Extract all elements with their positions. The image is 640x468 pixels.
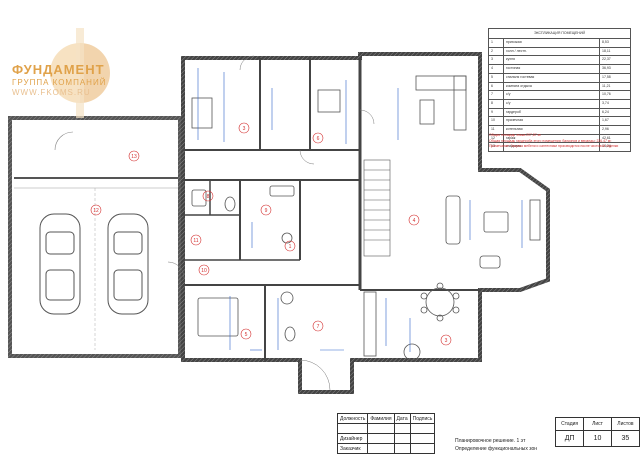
sheet-info: Стадия Лист Листов ДП 10 35 [554,417,640,447]
car-left [39,213,81,315]
note-line: Примечание: Закупка мебели и сантехники … [489,144,619,148]
explication-area: 17,58 [599,72,631,83]
explication-name: с/у [503,98,600,109]
logo-url: WWW.FKOMS.RU [12,88,91,97]
explication-area: 18,11 [599,46,631,57]
explication-area: 6,24 [599,107,631,118]
explication-num: 6 [488,81,504,92]
explication-area: 1,67 [599,116,631,127]
house-walls [181,52,550,394]
title-block: Должность Фамилия Дата Подпись Дизайнер … [336,413,637,465]
explication-name: кухня [503,55,600,66]
explication-name: спальня гостевая [503,72,600,83]
sheet-title: Планировочное решение. 1 эт Определение … [455,437,537,453]
stamp-cell [409,423,436,434]
explication-name: прачечная [503,116,600,127]
explication-num: 7 [488,90,504,100]
sheet-total: 35 [610,430,640,447]
explication-area: 14,24 [599,142,631,153]
sheet-number: 10 [583,430,612,447]
signature-table: Должность Фамилия Дата Подпись Дизайнер … [336,413,436,454]
stamp-cell [393,443,411,454]
car-right [107,213,149,315]
stamp-cell [393,433,411,444]
stamp-cell [409,433,436,444]
explication-num: 8 [488,98,504,109]
dining-set [363,282,460,361]
explication-num: 4 [488,64,504,74]
living-furniture [415,75,541,269]
door-swings [167,55,375,391]
explication-title: ЭКСПЛИКАЦИЯ ПОМЕЩЕНИЙ [488,28,631,39]
explication-num: 2 [488,46,504,57]
explication-area: 11,21 [599,81,631,92]
stamp-cell [367,433,395,444]
stamp-cell [367,423,395,434]
explication-area: 22,37 [599,55,631,66]
sheet-title-line: Планировочное решение. 1 эт [455,438,526,444]
stamp-header: Должность [336,413,369,424]
explication-name: с/у [503,90,600,100]
fundament-logo-icon [50,28,110,118]
stamp-header: Подпись [409,413,436,424]
explication-name: гардероб [503,107,600,118]
explication-num: 10 [488,116,504,127]
stamp-role: Заказчик [336,443,369,454]
staircase [363,159,391,257]
stamp-cell [393,423,411,434]
note-line: Общая площадь гардероба этого помещения:… [489,138,612,143]
explication-name: комната отдыха [503,81,600,92]
stamp-cell [409,443,436,454]
stamp-header: Дата [393,413,411,424]
explication-num: 9 [488,107,504,118]
explication-name: холл / лестн. [503,46,600,57]
explication-num: 5 [488,72,504,83]
stamp-cell [336,423,369,434]
explication-num: 3 [488,55,504,66]
bath-fixtures [191,89,341,342]
logo-subtitle: ГРУППА КОМПАНИЙ [12,78,107,87]
explication-area: 3,74 [599,98,631,109]
note-line: Общая площадь этажа 207,87 м² [489,133,542,137]
dimension-lines [197,68,523,352]
plan-notes: Общая площадь этажа 207,87 м² Общая площ… [489,133,637,150]
garage [8,116,182,358]
sheet-title-line: Определение функциональных зон [455,446,538,452]
stamp-header: Фамилия [367,413,395,424]
explication-area: 8,53 [599,38,631,48]
stamp-role: Дизайнер [336,433,369,444]
sheet-header: Листов [610,417,640,431]
sheet-header: Лист [583,417,612,431]
sheet-header: Стадия [554,417,585,431]
explication-area: 10,76 [599,90,631,100]
explication-area: 36,93 [599,64,631,74]
logo-text: ФУНДАМЕНТ ГРУППА КОМПАНИЙ WWW.FKOMS.RU [12,62,152,97]
logo-name: ФУНДАМЕНТ [12,62,105,77]
explication-name: гостиная [503,64,600,74]
stage-value: ДП [554,430,585,447]
explication-name: прихожая [503,38,600,48]
stamp-cell [367,443,395,454]
explication-num: 1 [488,38,504,48]
